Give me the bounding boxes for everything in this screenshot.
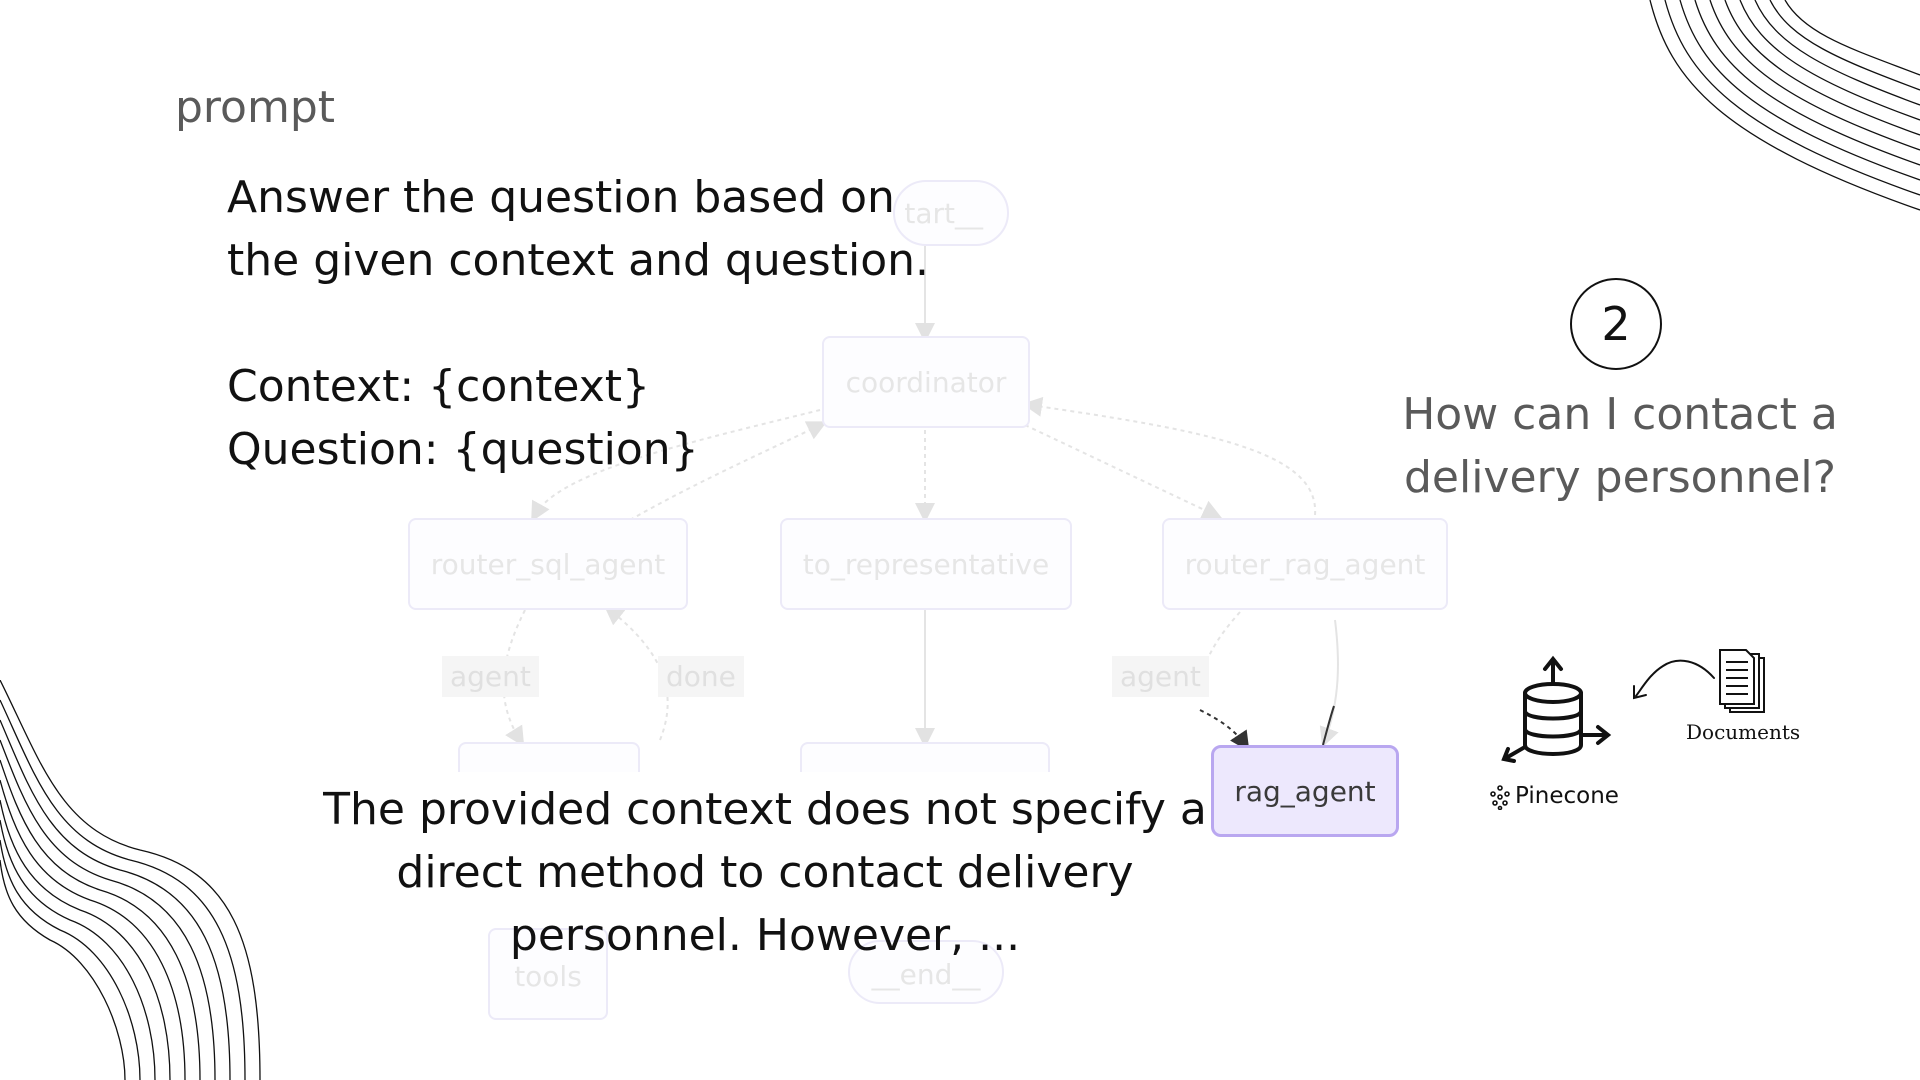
edge-router-rag-agent (1199, 611, 1241, 696)
graph-node-end: __end__ (848, 940, 1004, 1004)
pinecone-label: Pinecone (1515, 783, 1619, 809)
edge-coordinator-rag (1024, 424, 1223, 519)
flow-arrow-icon (1633, 659, 1715, 700)
graph-node-to-representative: to_representative (780, 518, 1072, 610)
pinecone-logo-icon (1490, 785, 1510, 810)
edge-label-sql-agent: agent (442, 656, 539, 697)
edge-rag-agent-to-router-active (1322, 705, 1335, 746)
edge-coordinator-sql (531, 409, 821, 522)
wave-decoration-bottom-left (0, 680, 261, 1080)
documents-icon (1719, 649, 1765, 713)
user-question: How can I contact a delivery personnel? (1402, 389, 1838, 503)
database-icon (1501, 655, 1612, 763)
prompt-label: prompt (175, 82, 336, 133)
graph-node-tools-partial (458, 742, 640, 772)
graph-node-router-sql-agent: router_sql_agent (408, 518, 688, 610)
edge-sql-coordinator (629, 421, 828, 521)
graph-node-rag-agent: rag_agent (1211, 745, 1399, 837)
edge-router-to-rag-agent-active (1199, 709, 1250, 752)
llm-answer: The provided context does not specify a … (323, 784, 1207, 961)
graph-node-router-rag-agent: router_rag_agent (1162, 518, 1448, 610)
edge-tools-sql (603, 605, 669, 741)
prompt-template: Answer the question based on the given c… (227, 172, 930, 475)
edge-rag-coordinator (1022, 396, 1317, 516)
graph-node-end-partial (800, 742, 1050, 772)
graph-node-start: tart__ (893, 180, 1009, 246)
wave-decoration-top-right (1649, 0, 1920, 211)
documents-label: Documents (1686, 720, 1801, 744)
edge-label-rag-agent: agent (1112, 656, 1209, 697)
graph-node-coordinator: coordinator (822, 336, 1030, 428)
edge-label-sql-done: done (658, 656, 744, 697)
graph-node-tools: tools (488, 928, 608, 1020)
step-number-badge: 2 (1570, 278, 1662, 370)
edge-ragagent-router (1319, 619, 1339, 748)
